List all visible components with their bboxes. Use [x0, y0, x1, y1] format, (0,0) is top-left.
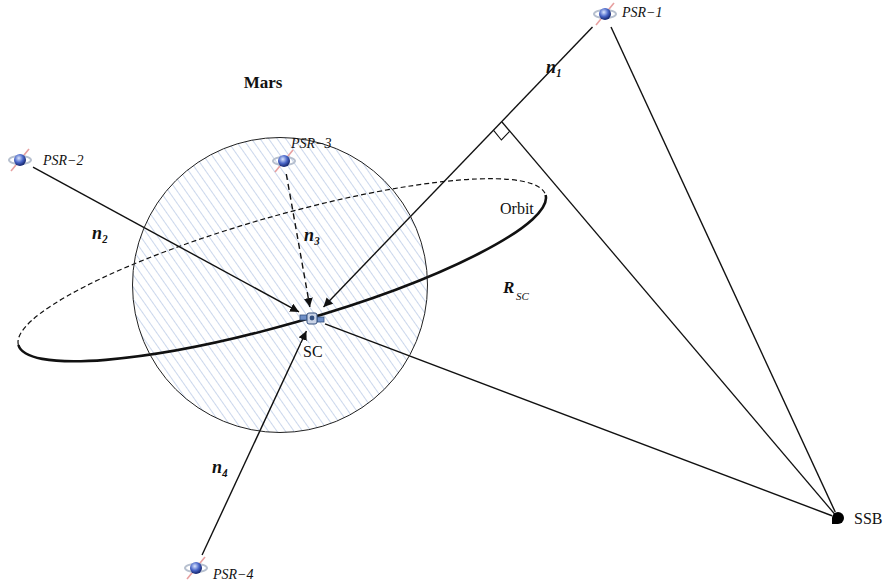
pulsar-name: PSR−4 [213, 567, 254, 582]
direction-vector-label: n₃ [304, 226, 320, 246]
pulsar-name: PSR−3 [291, 136, 332, 151]
annotation-label: R [503, 279, 514, 298]
direction-line [325, 324, 832, 516]
point-name: SSB [854, 510, 882, 528]
direction-line [33, 167, 299, 312]
ssb-dot: SSB [832, 512, 844, 524]
direction-line [324, 27, 593, 307]
pulsar-icon: PSR−2 [7, 147, 33, 173]
orbit-back [18, 179, 546, 345]
direction-vector-label: n₄ [212, 458, 228, 478]
direction-vector-label: n₂ [92, 224, 108, 244]
pulsar-icon: PSR−1 [592, 1, 618, 27]
annotation-label: SC [516, 290, 529, 302]
spacecraft-icon: SC [299, 307, 325, 331]
orbit-front [18, 195, 546, 361]
planet-circle: MarsPSR−3SC [132, 137, 428, 433]
direction-line [611, 27, 835, 512]
planet-name: Mars [244, 74, 283, 93]
pulsar-name: PSR−1 [622, 5, 663, 20]
direction-line [202, 331, 306, 555]
point-name: SC [301, 343, 325, 361]
perpendicular-line [502, 122, 838, 518]
pulsar-name: PSR−2 [43, 153, 84, 168]
annotation-label: Orbit [500, 200, 534, 218]
pulsar-icon: PSR−3 [271, 148, 297, 174]
pulsar-icon: PSR−4 [183, 555, 209, 581]
right-angle-mark [494, 131, 510, 140]
direction-vector-label: n₁ [546, 58, 562, 78]
